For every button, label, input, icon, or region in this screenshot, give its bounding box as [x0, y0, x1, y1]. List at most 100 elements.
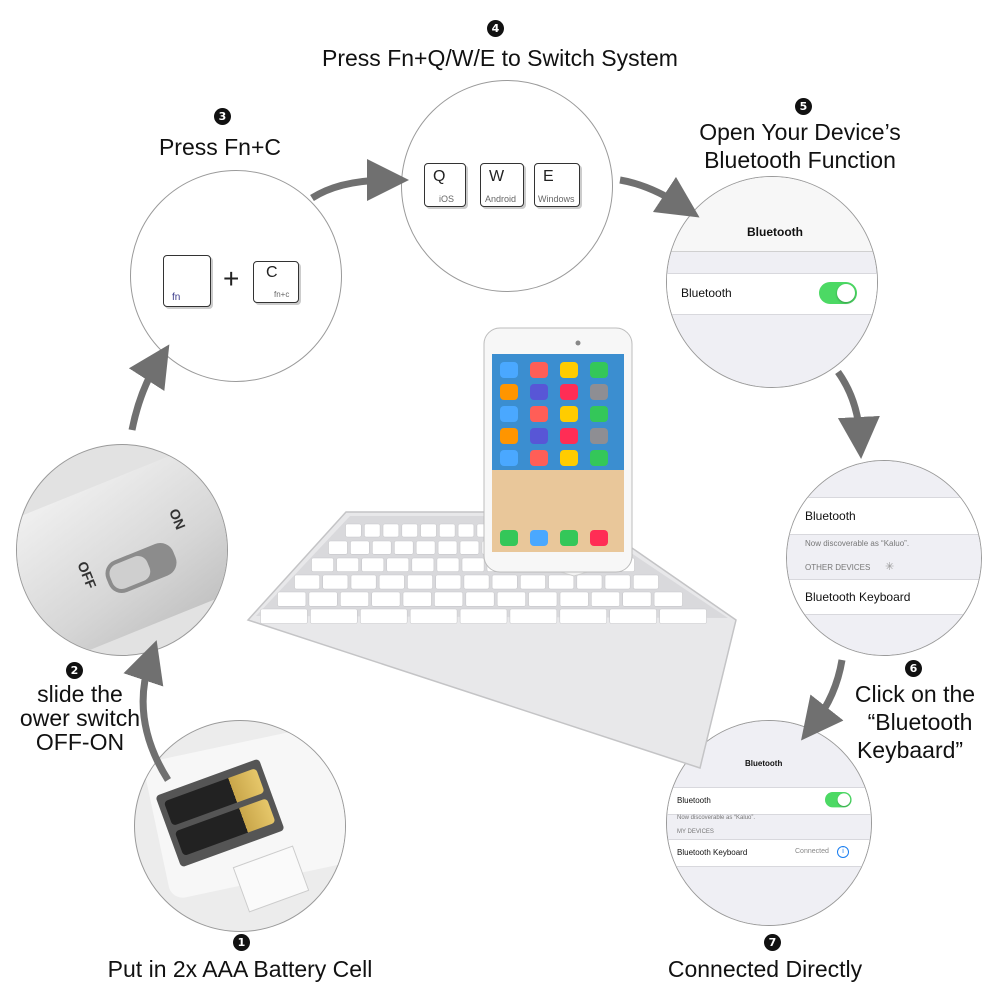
app-icon — [560, 384, 578, 400]
keyboard-key — [561, 557, 585, 572]
app-icon — [500, 384, 518, 400]
keyboard-key — [495, 523, 512, 538]
step-6-caption-line-1: Click on the — [854, 681, 976, 707]
keyboard-key — [420, 523, 437, 538]
keyboard-key — [547, 540, 567, 555]
keyboard-key — [434, 591, 464, 607]
key-fn: fn — [163, 255, 211, 307]
step-5-number: 5 — [795, 98, 812, 115]
keyboard-key — [435, 574, 462, 590]
step-3-number: 3 — [214, 108, 231, 125]
step-7-circle: Bluetooth Bluetooth Now discoverable as … — [666, 720, 872, 926]
keyboard-key — [438, 523, 456, 538]
phone-screen — [492, 354, 624, 552]
keyboard-key — [361, 557, 385, 572]
keyboard-key — [569, 540, 589, 555]
keyboard-key — [415, 540, 436, 555]
spinner-icon: ✳ — [885, 561, 895, 573]
keyboard-key — [386, 557, 410, 572]
step-5-caption-line-2: Bluetooth Function — [704, 147, 896, 173]
keyboard-key — [459, 608, 508, 624]
app-icon — [560, 362, 578, 378]
dock-app-icon — [590, 530, 608, 546]
keyboard-key — [481, 540, 502, 555]
keyboard-key — [407, 574, 433, 590]
keyboard-key — [463, 574, 490, 590]
app-icon — [530, 428, 548, 444]
keyboard-key — [548, 574, 575, 590]
bluetooth-row[interactable]: Bluetooth — [667, 787, 871, 815]
keyboard-key — [345, 523, 362, 538]
keyboard-key — [528, 591, 558, 607]
keyboard-key — [457, 523, 475, 538]
info-icon[interactable]: i — [837, 846, 849, 858]
keyboard-key — [322, 574, 349, 590]
app-icon — [500, 362, 518, 378]
step-1-number: 1 — [233, 934, 250, 951]
keyboard-key — [612, 557, 635, 572]
step-2-caption-line-3: OFF-ON — [35, 729, 125, 755]
key-q: Q iOS — [424, 163, 466, 207]
keyboard-key — [632, 574, 659, 590]
keyboard-key — [604, 574, 631, 590]
bluetooth-row[interactable]: Bluetooth — [787, 497, 981, 535]
device-row-bluetooth-keyboard[interactable]: Bluetooth Keyboard Connected i — [667, 839, 871, 867]
keyboard-key — [576, 574, 603, 590]
keyboard-key — [436, 557, 460, 572]
keyboard-key — [503, 540, 524, 555]
step-2-caption-line-2: ower switch — [19, 705, 141, 731]
dock-app-icon — [530, 530, 548, 546]
app-icon — [530, 450, 548, 466]
ios-nav-header: Bluetooth — [667, 177, 877, 252]
keyboard-keys — [260, 523, 707, 624]
bluetooth-toggle[interactable] — [819, 282, 857, 304]
keyboard-key — [311, 557, 334, 572]
bluetooth-toggle[interactable] — [825, 792, 852, 808]
dock-app-icon — [560, 530, 578, 546]
step-4-number: 4 — [487, 20, 504, 37]
step-3-circle: fn + C fn+c — [130, 170, 342, 382]
keyboard-key — [653, 591, 683, 607]
discoverable-text: Now discoverable as “Kaluo”. — [677, 815, 756, 821]
keyboard-key — [609, 608, 657, 624]
keyboard-key — [350, 574, 377, 590]
keyboard-top-face — [256, 516, 728, 618]
keyboard-key — [511, 557, 535, 572]
keyboard-key — [496, 591, 526, 607]
keyboard-key — [514, 523, 531, 538]
keyboard-key — [586, 557, 610, 572]
keyboard-key — [382, 523, 400, 538]
device-row-bluetooth-keyboard[interactable]: Bluetooth Keyboard — [787, 579, 981, 615]
keyboard-key — [411, 557, 435, 572]
keyboard-key — [591, 540, 611, 555]
step-3-caption: Press Fn+C — [158, 134, 282, 160]
keyboard-key — [308, 591, 338, 607]
step-1-caption: Put in 2x AAA Battery Cell — [107, 956, 373, 982]
keyboard-key — [532, 523, 550, 538]
arrow-2-to-3 — [128, 344, 170, 431]
keyboard-key — [310, 608, 358, 624]
step-4-circle: Q iOS W Android E Windows — [401, 80, 613, 292]
keyboard-key — [401, 523, 418, 538]
phone-stand — [519, 329, 629, 577]
bluetooth-row[interactable]: Bluetooth — [667, 273, 877, 315]
plus-sign: + — [223, 263, 240, 294]
app-icon — [530, 362, 548, 378]
app-icon — [500, 406, 518, 422]
keyboard-key — [465, 591, 495, 607]
keyboard-key — [536, 557, 560, 572]
keyboard-key — [378, 574, 405, 590]
keyboard-key — [622, 591, 652, 607]
key-c: C fn+c — [253, 261, 299, 303]
my-devices-header: MY DEVICES — [677, 829, 714, 835]
app-icon — [590, 450, 608, 466]
step-2-caption-line-1: slide the — [37, 681, 123, 707]
keyboard-key — [590, 591, 620, 607]
step-6-caption-line-3: Keybaard” — [856, 737, 964, 763]
app-icon — [560, 428, 578, 444]
phone-camera — [575, 340, 581, 346]
keyboard-key — [491, 574, 518, 590]
keyboard-key — [437, 540, 458, 555]
keyboard-key — [350, 540, 370, 555]
app-icon — [590, 428, 608, 444]
